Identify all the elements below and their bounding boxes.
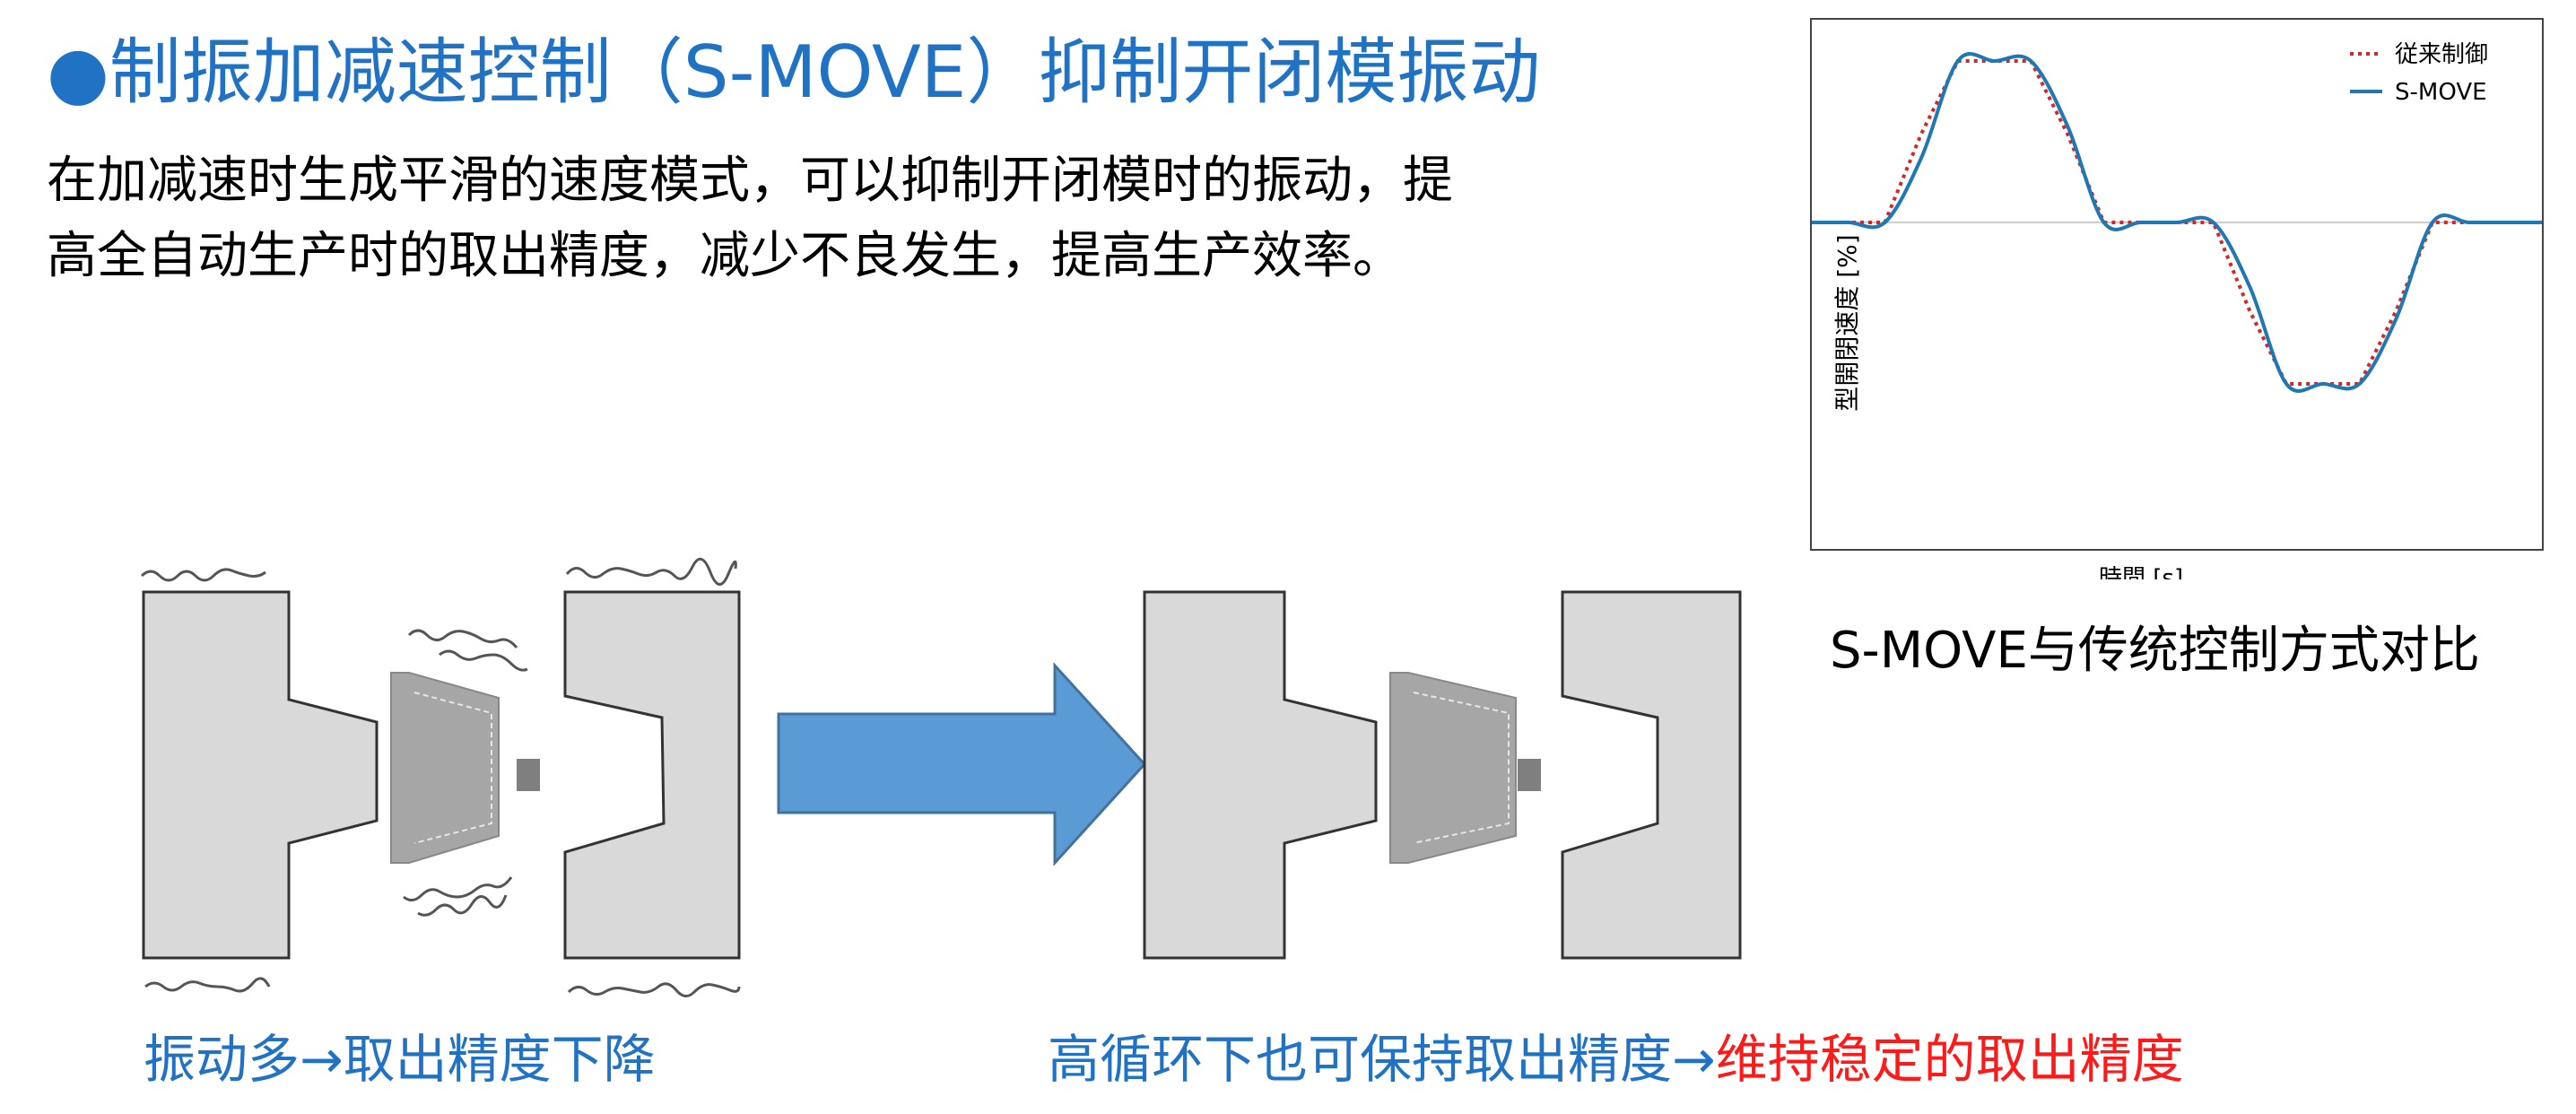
fixed-mold-left: [142, 590, 379, 960]
chart-caption: S-MOVE与传统控制方式对比: [1830, 622, 2480, 680]
speed-chart: 従来制御 S-MOVE: [1810, 18, 2544, 551]
chart-plot-area: 従来制御 S-MOVE: [1812, 41, 2542, 393]
ejector-stub-right: [1518, 759, 1541, 791]
stable-caption: 高循环下也可保持取出精度→维持稳定的取出精度: [1048, 1017, 2184, 1092]
page-title: ●制振加减速控制（S-MOVE）抑制开闭模振动: [47, 23, 1540, 122]
vibration-wave-icon: [140, 557, 741, 997]
stable-caption-blue: 高循环下也可保持取出精度→: [1048, 1029, 1716, 1090]
bullet-icon: ●: [47, 30, 109, 114]
moving-mold-right: [1561, 590, 1742, 960]
chart-series-line-2: [1812, 52, 2542, 393]
stable-caption-red: 维持稳定的取出精度: [1715, 1029, 2184, 1090]
vibration-caption: 振动多→取出精度下降: [144, 1029, 656, 1090]
description-line-2: 高全自动生产时的取出精度，减少不良发生，提高生产效率。: [47, 227, 1403, 285]
molded-part-right: [1389, 672, 1517, 864]
legend-label-1: 従来制御: [2395, 41, 2488, 68]
transition-arrow: [777, 662, 1147, 866]
stable-mold-group: [1143, 590, 1742, 960]
legend-label-2: S-MOVE: [2395, 79, 2487, 106]
description: 在加减速时生成平滑的速度模式，可以抑制开闭模时的振动，提 高全自动生产时的取出精…: [47, 144, 1697, 294]
description-line-1: 在加减速时生成平滑的速度模式，可以抑制开闭模时的振动，提: [47, 152, 1453, 210]
ejector-stub-left: [517, 759, 540, 791]
chart-x-axis-label: 時間 [s]: [2099, 565, 2184, 579]
vibrating-mold-group: [140, 557, 741, 997]
fixed-mold-right: [1143, 590, 1378, 960]
page-title-text: 制振加减速控制（S-MOVE）抑制开闭模振动: [109, 30, 1541, 114]
molded-part-left: [390, 672, 500, 864]
moving-mold-left: [563, 590, 741, 960]
